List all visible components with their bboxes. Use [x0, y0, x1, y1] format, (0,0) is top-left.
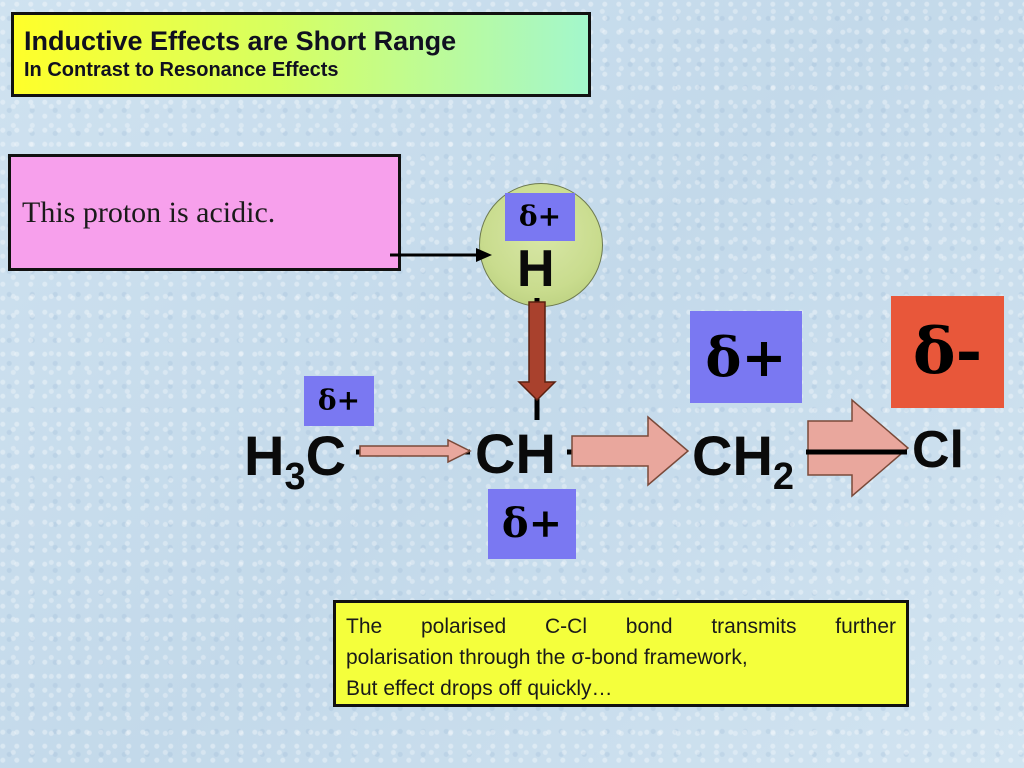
slide-title: Inductive Effects are Short Range — [24, 26, 457, 56]
note-line-2: polarisation through the σ-bond framewor… — [346, 646, 748, 669]
note-line-1: The polarised C-Cl bond transmits furthe… — [346, 615, 896, 638]
note-line-3: But effect drops off quickly… — [346, 677, 613, 700]
title-box: Inductive Effects are Short Range In Con… — [11, 12, 591, 97]
atom-h3c: H3C — [244, 424, 347, 498]
explanation-note: The polarised C-Cl bond transmits furthe… — [333, 600, 909, 707]
atom-ch2: CH2 — [692, 424, 795, 498]
acidic-proton-callout — [8, 154, 401, 271]
induction-arrow-h-ch — [517, 301, 557, 402]
partial-charge-cl: δ- — [891, 296, 1004, 408]
partial-charge-ch2: δ+ — [690, 311, 802, 403]
induction-arrow-ch-ch2 — [571, 415, 690, 487]
partial-charge-h: δ+ — [505, 193, 575, 241]
induction-arrow-ch2-cl — [807, 398, 910, 498]
atom-cl: Cl — [912, 421, 964, 479]
partial-charge-ch3: δ+ — [304, 376, 374, 426]
callout-pointer-head — [476, 248, 492, 262]
atom-ch: CH — [475, 422, 556, 485]
partial-charge-ch: δ+ — [488, 489, 576, 559]
slide-subtitle: In Contrast to Resonance Effects — [24, 59, 339, 81]
acidic-proton-text: This proton is acidic. — [22, 196, 276, 229]
induction-arrow-h3c-ch — [359, 438, 472, 464]
atom-h: H — [517, 240, 555, 298]
